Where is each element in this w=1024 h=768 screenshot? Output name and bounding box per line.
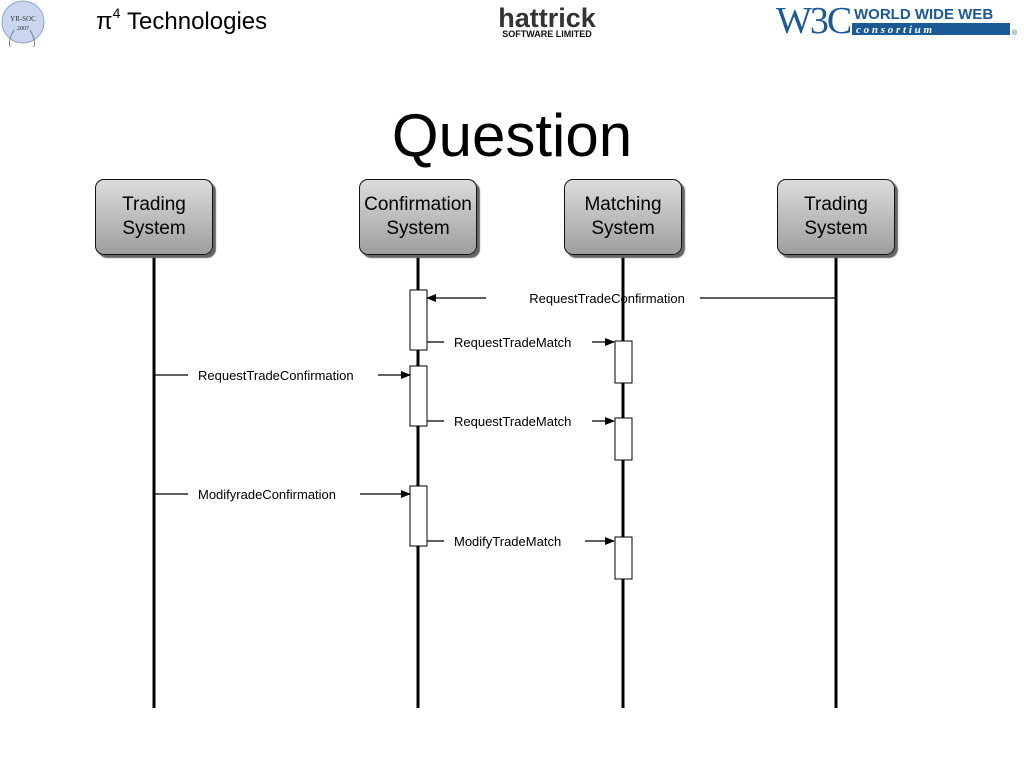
- hattrick-logo: hattrick SOFTWARE LIMITED: [498, 3, 597, 39]
- actor-label-line1: Matching: [584, 194, 662, 215]
- message-label: RequestTradeMatch: [454, 414, 571, 429]
- actor-label-line2: System: [804, 218, 868, 239]
- message-3: RequestTradeMatch: [427, 414, 615, 429]
- message-5: ModifyTradeMatch: [427, 534, 615, 549]
- activation-box: [409, 485, 428, 547]
- message-label: RequestTradeConfirmation: [529, 291, 685, 306]
- activation-boxes: [409, 289, 633, 580]
- lifelines: [152, 257, 838, 708]
- slide-header: YR-SOC 2007 π4 Technologies hattrick SOF…: [0, 0, 1024, 50]
- message-label: RequestTradeMatch: [454, 335, 571, 350]
- w3c-logo: W3C WORLD WIDE WEB c o n s o r t i u m ®: [776, 0, 1018, 40]
- message-label: ModifyTradeMatch: [454, 534, 561, 549]
- activation-box: [409, 365, 428, 427]
- messages: RequestTradeConfirmationRequestTradeMatc…: [154, 291, 836, 549]
- badge-text-top: YR-SOC: [10, 15, 36, 23]
- actor-label-line2: System: [386, 218, 450, 239]
- activation-box: [614, 340, 633, 384]
- badge-text-year: 2007: [17, 26, 29, 32]
- w3c-mark: W3C: [776, 0, 851, 40]
- actor-trading-system-left: Trading System: [95, 179, 213, 255]
- message-1: RequestTradeMatch: [427, 335, 615, 350]
- actor-label-line2: System: [122, 218, 186, 239]
- message-4: ModifyradeConfirmation: [154, 487, 411, 502]
- actor-confirmation-system: Confirmation System: [359, 179, 477, 255]
- hattrick-subtitle: SOFTWARE LIMITED: [502, 29, 592, 39]
- actor-label-line1: Trading: [804, 194, 868, 215]
- pi-symbol: π: [96, 8, 113, 35]
- activation-box: [614, 536, 633, 580]
- slide-title: Question: [391, 102, 633, 169]
- actor-trading-system-right: Trading System: [777, 179, 895, 255]
- message-0: RequestTradeConfirmation: [426, 291, 836, 306]
- w3c-consortium: c o n s o r t i u m: [856, 24, 933, 36]
- pi-superscript: 4: [112, 5, 121, 21]
- actor-label-line2: System: [591, 218, 655, 239]
- actor-label-line1: Confirmation: [364, 194, 472, 215]
- w3c-world-wide-web: WORLD WIDE WEB: [854, 6, 993, 23]
- hattrick-wordmark: hattrick: [498, 3, 597, 33]
- w3c-consortium-bar: [852, 23, 1010, 35]
- company-name: π4 Technologies: [96, 5, 268, 36]
- message-label: RequestTradeConfirmation: [198, 368, 354, 383]
- yr-soc-logo: YR-SOC 2007: [1, 0, 45, 48]
- activation-box: [614, 417, 633, 461]
- actor-label-line1: Trading: [122, 194, 186, 215]
- activation-box: [409, 289, 428, 351]
- actor-matching-system: Matching System: [564, 179, 682, 255]
- message-label: ModifyradeConfirmation: [198, 487, 336, 502]
- w3c-registered: ®: [1012, 29, 1018, 37]
- company-name-text: Technologies: [120, 8, 268, 35]
- message-2: RequestTradeConfirmation: [154, 368, 411, 383]
